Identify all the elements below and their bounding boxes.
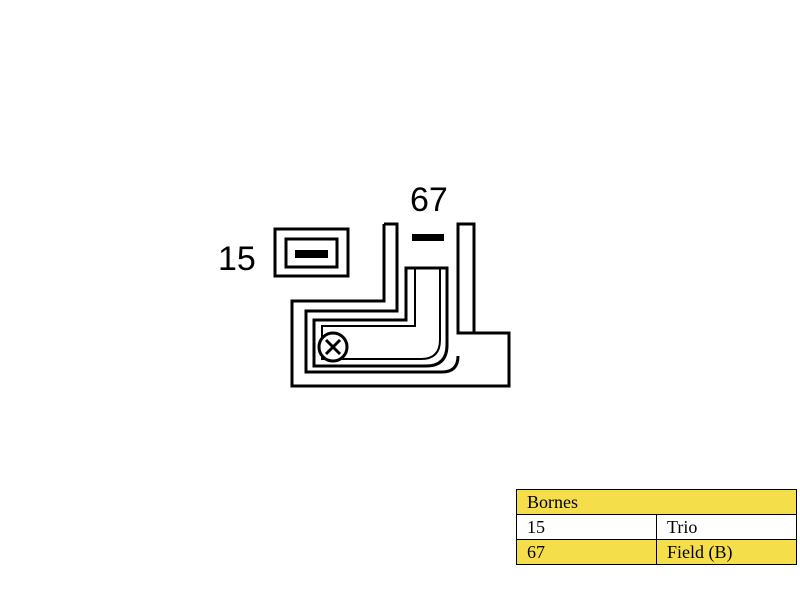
legend-row: 15 Trio (516, 514, 797, 540)
legend-header-row: Bornes (516, 489, 797, 515)
legend-row: 67 Field (B) (516, 539, 797, 565)
terminal-67-label: 67 (410, 181, 448, 219)
screw-icon (317, 331, 349, 363)
legend-terminal: 67 (516, 539, 657, 565)
legend-description: Field (B) (656, 539, 797, 565)
terminal-67-strip (312, 266, 449, 368)
legend-table: Bornes 15 Trio 67 Field (B) (516, 489, 797, 565)
terminal-67-housing-edge (304, 222, 460, 374)
terminal-15-connector (273, 227, 350, 278)
terminal-67-housing (290, 222, 511, 388)
legend-terminal: 15 (516, 514, 657, 540)
legend-title: Bornes (516, 489, 797, 515)
terminal-67-blade (412, 234, 444, 241)
terminal-15-label: 15 (218, 240, 256, 278)
legend-description: Trio (656, 514, 797, 540)
